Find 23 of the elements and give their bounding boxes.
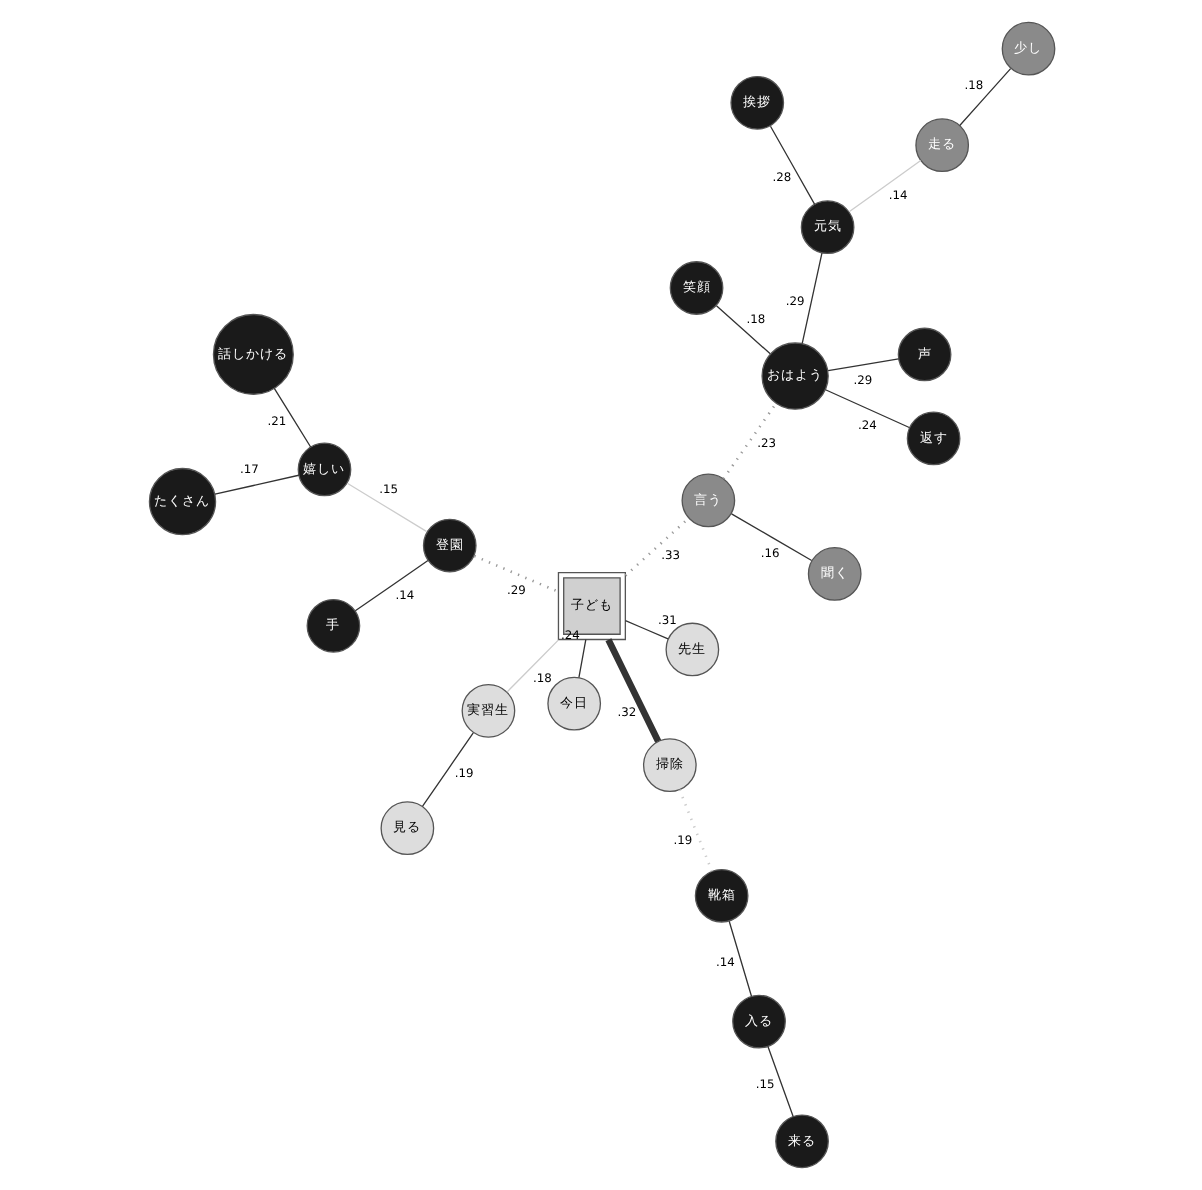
connector — [768, 125, 815, 205]
connector — [505, 639, 559, 693]
connector — [577, 638, 586, 679]
connector — [823, 389, 909, 429]
connector — [727, 920, 752, 997]
connector — [353, 559, 428, 612]
connector — [800, 252, 822, 344]
connector — [729, 513, 812, 562]
connector — [714, 305, 770, 355]
connector — [766, 1045, 793, 1118]
connector — [677, 789, 713, 872]
connector — [473, 554, 558, 593]
connector — [420, 732, 473, 807]
connector — [623, 517, 689, 577]
connector — [345, 482, 427, 533]
connector — [623, 619, 668, 640]
connector — [604, 638, 661, 743]
connector — [958, 68, 1011, 127]
connector — [213, 474, 299, 495]
connector — [826, 358, 899, 372]
connector — [272, 387, 311, 448]
connector — [847, 159, 921, 213]
connector — [721, 402, 776, 480]
